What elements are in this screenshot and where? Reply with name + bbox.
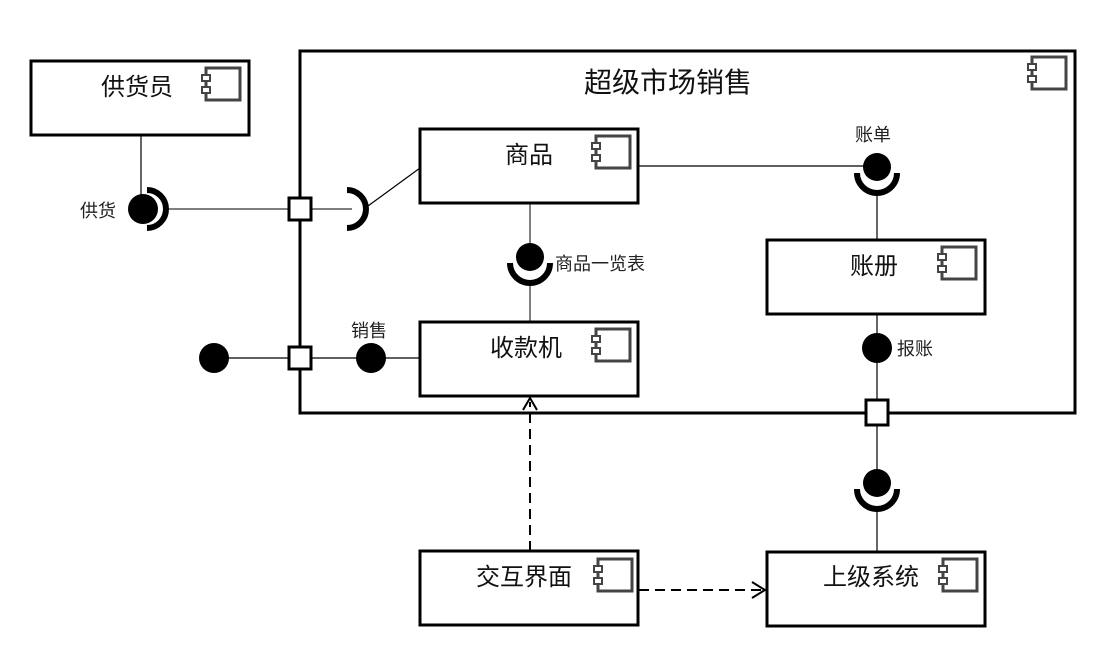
provided-interface-ball-icon [863,469,891,497]
component-icon [592,557,634,593]
external-interface-ball-icon[interactable] [199,343,229,373]
required-interface-socket-icon [146,187,169,231]
component-label: 商品 [505,141,553,169]
system-title: 超级市场销售 [584,66,752,99]
interface-upper-connection[interactable] [854,469,900,512]
interface-label: 报账 [897,339,933,360]
interface-label: 销售 [351,321,387,342]
component-icon [936,245,978,281]
component-label: 上级系统 [823,563,919,591]
required-interface-socket-icon [346,187,369,231]
arrowhead-upper [751,581,767,599]
interface-report[interactable]: 报账 [862,333,933,363]
interface-supply[interactable]: 供货 [80,187,169,231]
connector-socket-goods [367,167,421,207]
component-icon [1026,55,1068,91]
component-ledger[interactable]: 账册 [765,238,987,316]
interface-sales[interactable]: 销售 [351,321,387,373]
interface-goods-list[interactable]: 商品一览表 [507,243,645,286]
provided-interface-ball-icon [863,153,891,181]
interface-label: 账单 [855,125,891,146]
interface-bill[interactable]: 账单 [854,125,900,196]
component-icon [590,134,632,170]
component-icon [590,327,632,363]
interface-label: 供货 [80,201,116,222]
component-icon [937,557,979,593]
component-upper-system[interactable]: 上级系统 [765,550,987,628]
required-interface-socket-icon [854,172,900,196]
interface-label: 商品一览表 [555,254,645,275]
component-label: 收款机 [490,334,562,362]
provided-interface-ball-icon [516,243,544,271]
port-left-top[interactable] [287,196,313,222]
component-cashier[interactable]: 收款机 [418,320,640,398]
required-interface-socket-icon [507,262,553,286]
component-interaction-ui[interactable]: 交互界面 [418,549,640,627]
port-left-bottom[interactable] [287,345,313,371]
component-icon [200,66,242,102]
required-interface-socket-icon [854,488,900,512]
system-supermarket-sales[interactable]: 超级市场销售 [298,49,1077,415]
provided-interface-ball-icon [356,343,386,373]
provided-interface-ball-icon [128,194,158,224]
component-label: 账册 [850,252,898,280]
component-supplier[interactable]: 供货员 [29,59,251,137]
provided-interface-ball-icon [862,333,892,363]
component-label: 供货员 [101,73,173,101]
component-goods[interactable]: 商品 [418,127,640,205]
connectors [140,135,878,599]
component-label: 交互界面 [476,563,572,591]
port-bottom-right[interactable] [864,398,890,427]
system-boundary [298,49,1077,415]
arrowhead-cashier [522,396,538,411]
